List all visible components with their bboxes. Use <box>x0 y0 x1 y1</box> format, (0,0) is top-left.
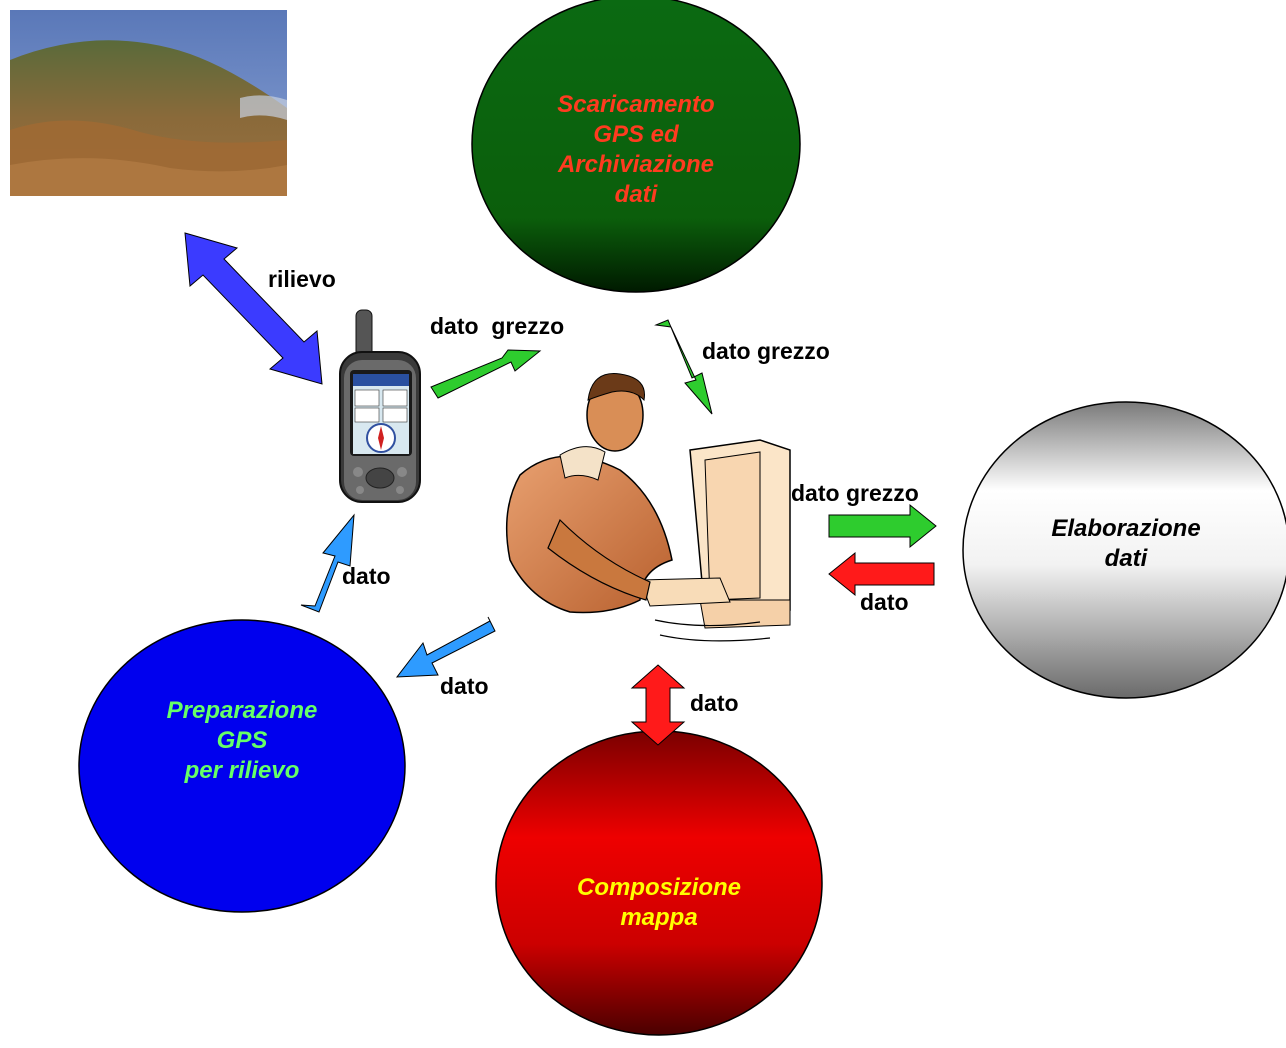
gps-handheld-icon <box>340 310 420 502</box>
person-at-computer-icon <box>507 374 790 641</box>
label-dato-grezzo-gps: dato grezzo <box>430 313 564 340</box>
node-preparazione-line-2: GPS <box>132 726 352 756</box>
node-scaricamento-line-2: GPS ed <box>526 120 746 150</box>
arrow-scaricamento-to-computer <box>656 320 712 414</box>
label-dato-gps: dato <box>342 563 391 590</box>
node-elaborazione-line-2: dati <box>1016 544 1236 574</box>
label-dato-preparazione: dato <box>440 673 489 700</box>
label-dato-grezzo-elaborazione: dato grezzo <box>791 480 919 507</box>
node-elaborazione-line-1: Elaborazione <box>1016 514 1236 544</box>
label-dato-composizione: dato <box>690 690 739 717</box>
node-scaricamento-line-4: dati <box>526 180 746 210</box>
label-dato-grezzo-scaricamento: dato grezzo <box>702 338 830 365</box>
node-scaricamento-line-3: Archiviazione <box>526 150 746 180</box>
node-preparazione-line-3: per rilievo <box>132 756 352 786</box>
node-scaricamento-label: Scaricamento GPS ed Archiviazione dati <box>526 90 746 210</box>
node-preparazione-label: Preparazione GPS per rilievo <box>132 696 352 786</box>
node-composizione-label: Composizione mappa <box>549 873 769 933</box>
node-composizione-line-1: Composizione <box>549 873 769 903</box>
label-rilievo: rilievo <box>268 266 336 293</box>
node-preparazione-line-1: Preparazione <box>132 696 352 726</box>
node-scaricamento-line-1: Scaricamento <box>526 90 746 120</box>
arrow-computer-to-preparazione <box>397 617 495 677</box>
arrow-computer-to-elaborazione <box>829 505 936 547</box>
node-elaborazione-label: Elaborazione dati <box>1016 514 1236 574</box>
landscape-photo-icon <box>10 10 287 196</box>
node-composizione-line-2: mappa <box>549 903 769 933</box>
label-dato-elaborazione: dato <box>860 589 909 616</box>
arrow-gps-to-scaricamento <box>431 350 540 398</box>
arrow-rilievo <box>185 233 322 384</box>
